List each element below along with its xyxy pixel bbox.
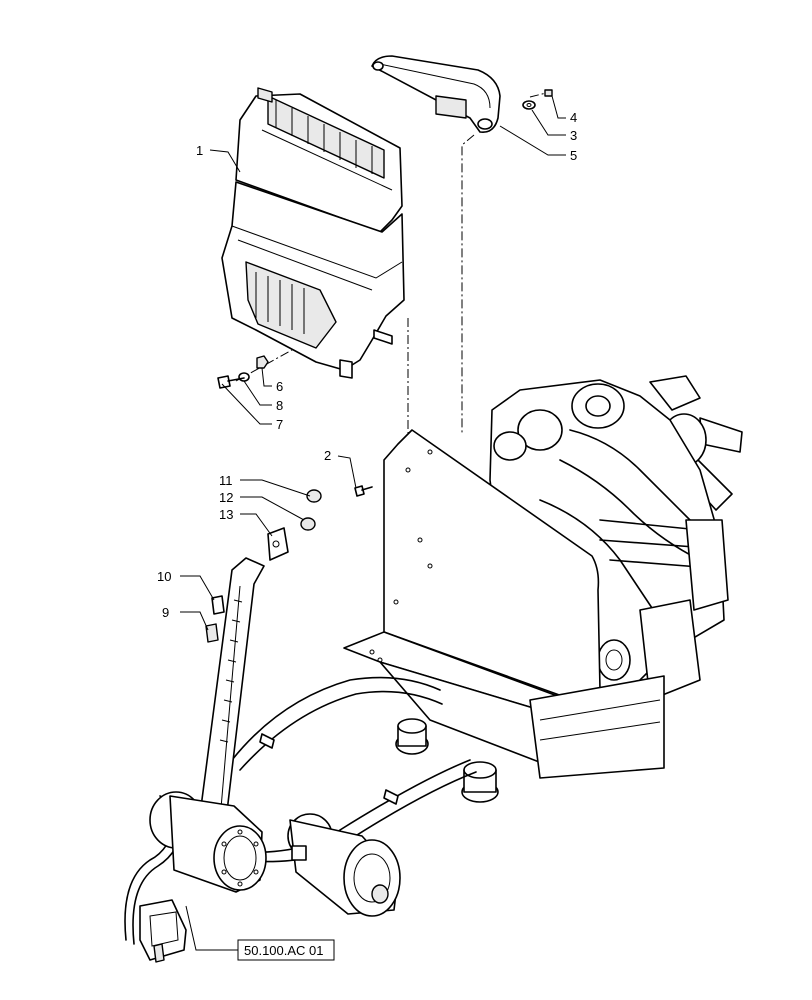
fitting-part-12 <box>300 517 316 531</box>
hvac-unit-part <box>221 87 405 379</box>
engine-assembly <box>489 375 743 721</box>
hydraulic-pump <box>287 813 401 917</box>
callout-7: 7 <box>276 417 283 432</box>
callout-5: 5 <box>570 148 577 163</box>
engine-mount-left <box>395 718 429 755</box>
bolt-part-7 <box>217 375 245 389</box>
callout-3: 3 <box>570 128 577 143</box>
drive-motor-left <box>149 791 267 893</box>
callout-1: 1 <box>196 143 203 158</box>
reference-box <box>237 939 335 961</box>
callout-4: 4 <box>570 110 577 125</box>
leader-lines <box>180 95 566 951</box>
washer-part <box>522 100 536 110</box>
reference-label: 50.100.AC 01 <box>244 943 324 958</box>
air-duct-part <box>371 55 501 134</box>
engine-frame <box>343 631 665 779</box>
nut-part-6 <box>256 355 269 369</box>
callout-11: 11 <box>219 473 233 488</box>
bracket-arm-part <box>197 527 289 841</box>
callout-10: 10 <box>157 569 171 584</box>
engine-mount-right <box>461 761 499 803</box>
foot-pedal-assembly <box>139 899 187 963</box>
callout-12: 12 <box>219 490 233 505</box>
callout-9: 9 <box>162 605 169 620</box>
clip-part-9 <box>205 623 219 643</box>
callout-labels: 1 2 3 4 5 6 7 8 9 10 11 12 13 50.100.AC … <box>157 110 577 958</box>
bolt-part-top <box>544 89 553 97</box>
callout-8: 8 <box>276 398 283 413</box>
callout-6: 6 <box>276 379 283 394</box>
washer-part-8 <box>238 372 250 382</box>
callout-13: 13 <box>219 507 233 522</box>
fitting-part-11 <box>306 489 322 503</box>
spring-part-10 <box>211 595 225 615</box>
callout-2: 2 <box>324 448 331 463</box>
bolt-part-2 <box>354 485 373 497</box>
